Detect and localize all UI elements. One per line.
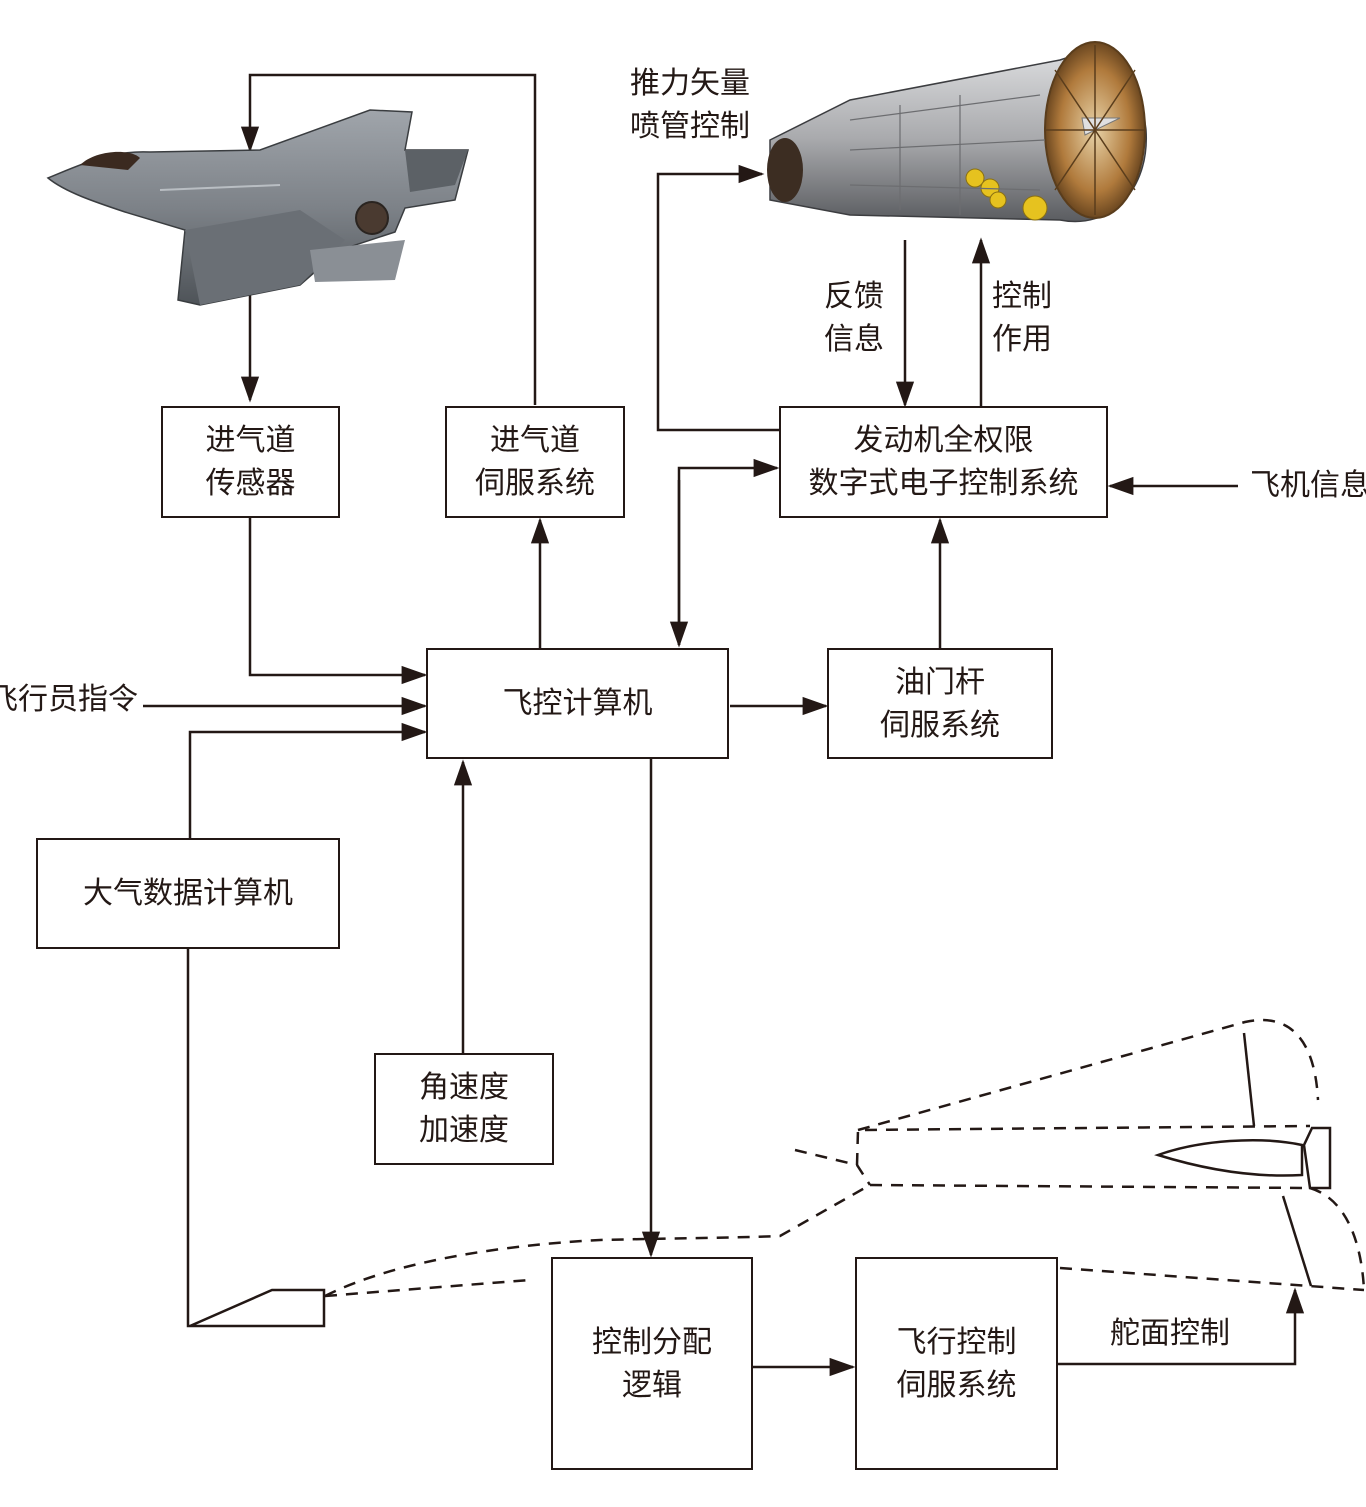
control-action-line1: 控制: [992, 279, 1052, 314]
throttle-servo-line1: 油门杆: [895, 664, 985, 700]
jet-engine-image: [767, 41, 1147, 223]
rate-accel-line1: 角速度: [419, 1070, 509, 1105]
control-allocation-line1: 控制分配: [592, 1324, 712, 1360]
flight-control-servo-line2: 伺服系统: [896, 1367, 1017, 1403]
control-action-label: 控制 作用: [992, 275, 1052, 361]
flight-computer-label: 飞控计算机: [502, 686, 653, 721]
inlet-servo-line1: 进气道: [490, 423, 580, 458]
rate-accel-box: 角速度 加速度: [374, 1053, 554, 1165]
throttle-servo-box: 油门杆 伺服系统: [827, 648, 1053, 759]
fadec-line1: 发动机全权限: [853, 423, 1034, 458]
inlet-sensor-box: 进气道 传感器: [161, 406, 340, 518]
inlet-servo-line2: 伺服系统: [475, 466, 595, 501]
control-allocation-box: 控制分配 逻辑: [551, 1257, 753, 1470]
flight-computer-box: 飞控计算机: [426, 648, 729, 759]
aircraft-info-label: 飞机信息: [1250, 468, 1366, 503]
aircraft-outline-drawing: [324, 1018, 1366, 1298]
fadec-box: 发动机全权限 数字式电子控制系统: [779, 406, 1108, 518]
fighter-jet-image: [46, 109, 469, 306]
flight-control-servo-box: 飞行控制 伺服系统: [855, 1257, 1058, 1470]
rudder-control-label: 舵面控制: [1110, 1316, 1230, 1351]
inlet-servo-box: 进气道 伺服系统: [445, 406, 625, 518]
rate-accel-line2: 加速度: [419, 1113, 509, 1148]
inlet-sensor-line2: 传感器: [205, 466, 296, 501]
thrust-vector-line2: 喷管控制: [630, 109, 750, 144]
thrust-vector-line1: 推力矢量: [630, 66, 750, 101]
feedback-line1: 反馈: [824, 279, 884, 314]
control-action-line2: 作用: [992, 322, 1052, 357]
thrust-vector-label: 推力矢量 喷管控制: [630, 62, 750, 148]
feedback-label: 反馈 信息: [824, 275, 884, 361]
inlet-sensor-line1: 进气道: [205, 423, 296, 458]
fadec-line2: 数字式电子控制系统: [808, 466, 1079, 501]
air-data-computer-box: 大气数据计算机: [36, 838, 340, 949]
flight-control-servo-line1: 飞行控制: [896, 1324, 1017, 1360]
control-allocation-line2: 逻辑: [622, 1367, 682, 1403]
pilot-command-label: 飞行员指令: [0, 682, 138, 717]
throttle-servo-line2: 伺服系统: [880, 707, 1000, 743]
feedback-line2: 信息: [824, 322, 884, 357]
air-data-computer-label: 大气数据计算机: [83, 876, 293, 911]
